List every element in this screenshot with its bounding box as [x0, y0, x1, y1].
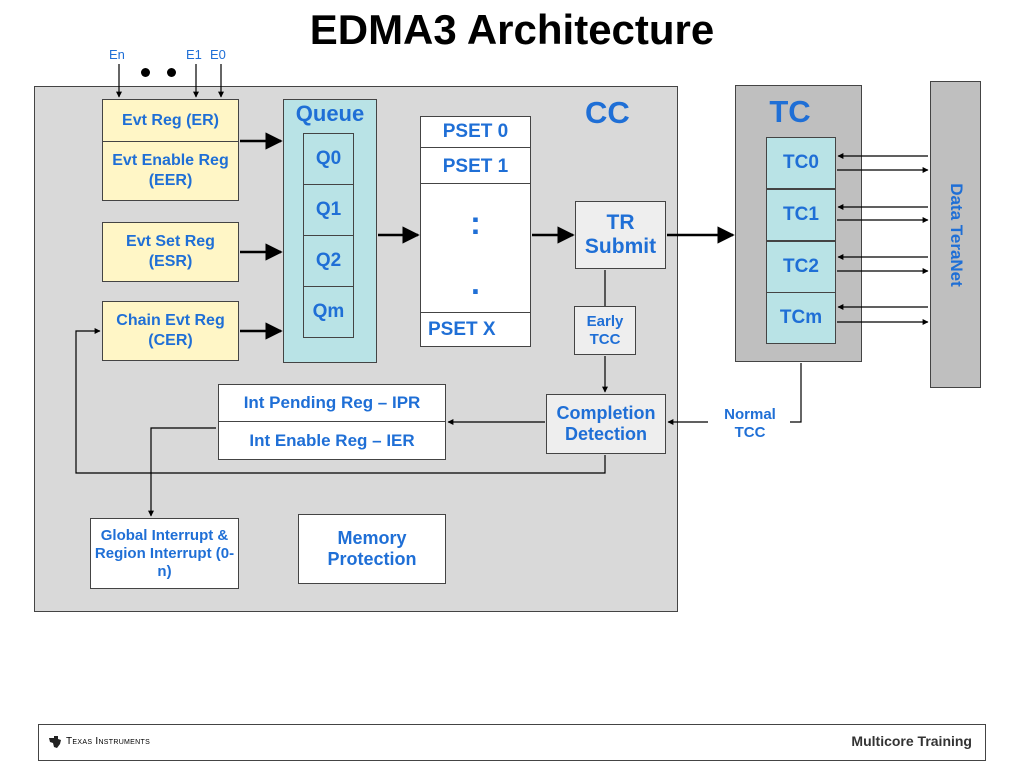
int-enable-register-ier: Int Enable Reg – IER [218, 421, 446, 460]
queue-qm: Qm [303, 286, 354, 338]
ipr-to-global-interrupt-arrow [148, 427, 216, 517]
ellipsis-dot [167, 68, 176, 77]
footer-bar [38, 724, 986, 761]
cc-label: CC [585, 95, 630, 130]
memory-protection-label: Memory Protection [327, 528, 417, 569]
int-pending-register-ipr: Int Pending Reg – IPR [218, 384, 446, 422]
chain-feedback-arrow [75, 328, 606, 474]
normal-tcc-text: Normal TCC [724, 406, 776, 441]
global-interrupt-label: Global Interrupt & Region Interrupt (0-n… [94, 526, 235, 580]
cer-label: Chain Evt Reg (CER) [116, 312, 225, 349]
texas-instruments-logo-icon [49, 736, 61, 748]
tc-2: TC2 [766, 241, 836, 293]
pset-x: PSET X [420, 312, 531, 347]
completion-detection-block: Completion Detection [546, 394, 666, 454]
early-tcc-block: Early TCC [574, 306, 636, 355]
er-label: Evt Reg (ER) [122, 111, 219, 129]
pset-stack [420, 116, 531, 347]
tr-submit-label: TR Submit [584, 211, 657, 258]
event-input-e1-label: E1 [186, 47, 202, 62]
pset-ellipsis-bottom: . [471, 264, 480, 301]
normal-tcc-label: Normal TCC [708, 404, 792, 444]
event-enable-register-eer: Evt Enable Reg (EER) [102, 141, 239, 201]
footer-course-label: Multicore Training [851, 733, 972, 749]
tc-1: TC1 [766, 189, 836, 241]
esr-label: Evt Set Reg (ESR) [126, 233, 215, 270]
eer-label: Evt Enable Reg (EER) [112, 152, 229, 189]
tc-to-normal-tcc-line [790, 363, 802, 423]
event-input-e0-label: E0 [210, 47, 226, 62]
pset-1: PSET 1 [420, 150, 531, 184]
queue-label: Queue [295, 101, 365, 126]
event-input-en-label: En [109, 47, 125, 62]
event-set-register-esr: Evt Set Reg (ESR) [102, 222, 239, 282]
company-name: Texas Instruments [66, 736, 151, 747]
tc-0: TC0 [766, 137, 836, 189]
queue-q1: Q1 [303, 184, 354, 236]
ellipsis-dot [141, 68, 150, 77]
tr-submit-block: TR Submit [575, 201, 666, 269]
pset-0: PSET 0 [420, 116, 531, 148]
completion-detection-label: Completion Detection [556, 403, 656, 444]
memory-protection-block: Memory Protection [298, 514, 446, 584]
data-teranet-block: Data TeraNet [930, 81, 981, 388]
pset-ellipsis-top: : [470, 204, 481, 241]
chain-event-register-cer: Chain Evt Reg (CER) [102, 301, 239, 361]
event-register-er: Evt Reg (ER) [102, 99, 239, 142]
early-tcc-label: Early TCC [586, 312, 624, 348]
page-title: EDMA3 Architecture [309, 6, 715, 53]
tc-label: TC [769, 94, 811, 129]
tc-m: TCm [766, 292, 836, 344]
global-interrupt-block: Global Interrupt & Region Interrupt (0-n… [90, 518, 239, 589]
